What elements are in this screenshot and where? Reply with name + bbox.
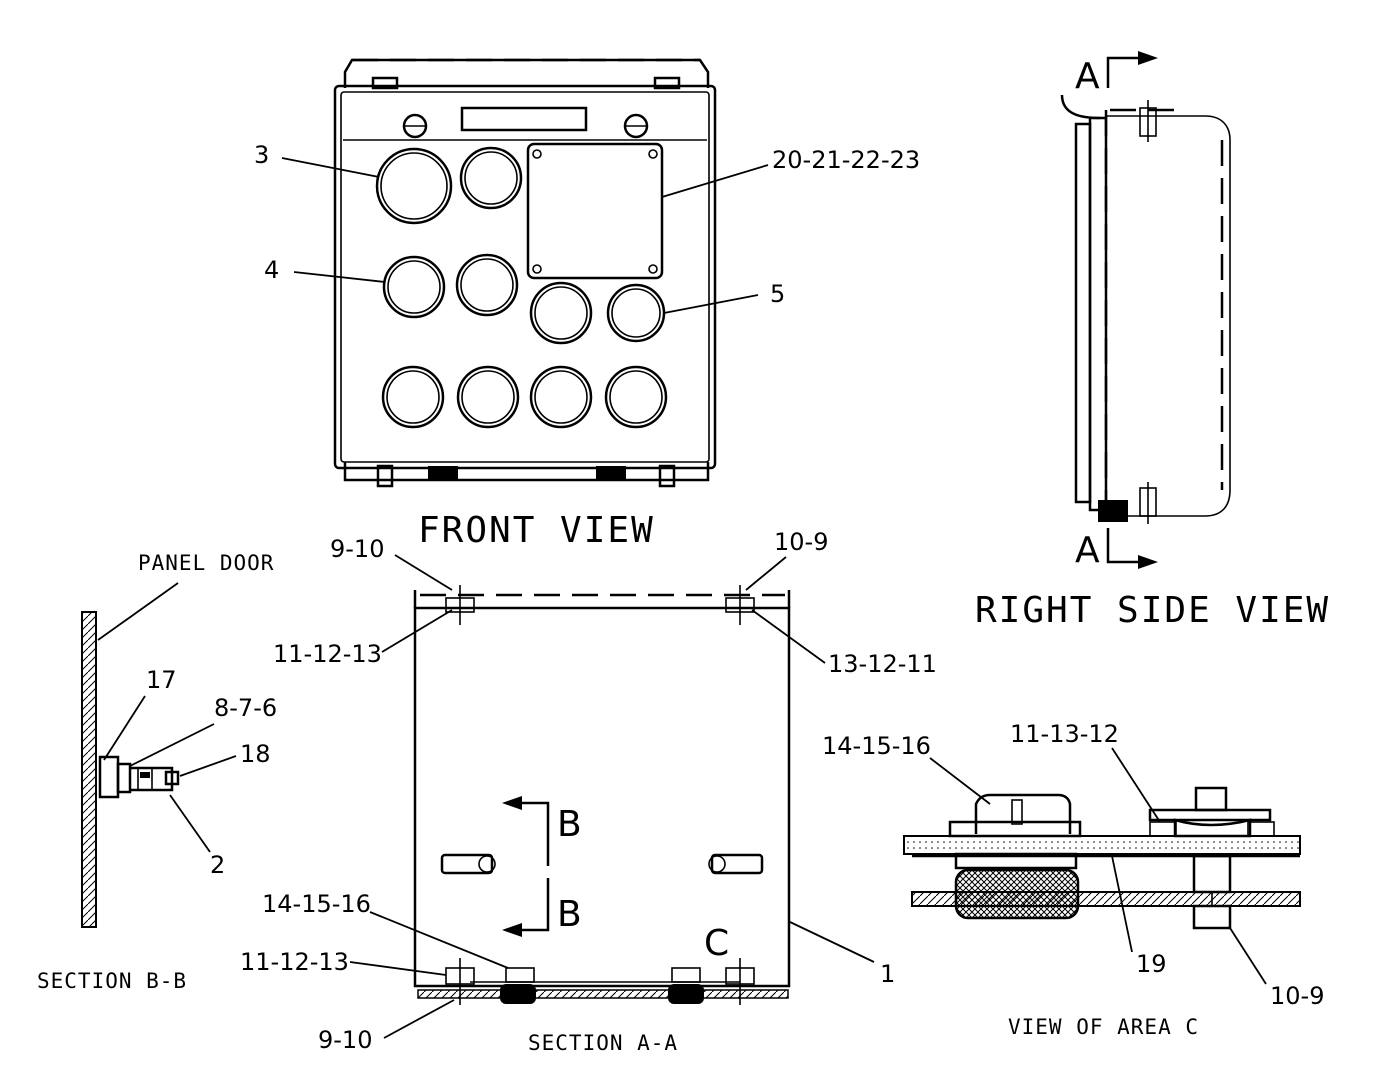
section-b-b [81,611,180,928]
section-a-a: B B C [413,585,791,1005]
callout-10-9-c: 10-9 [1270,982,1324,1010]
section-marker-b-top: B [557,804,582,845]
gauge-hole [382,255,446,319]
panel-door-label: PANEL DOOR [138,551,274,575]
area-marker-c: C [704,923,729,964]
callout-13-12-11: 13-12-11 [828,650,937,678]
gauge-hole [604,365,668,429]
gauge-hole [606,283,666,343]
right-side-view-title: RIGHT SIDE VIEW [975,590,1330,631]
callout-9-10-bottom: 9-10 [318,1026,372,1054]
callout-11-13-12: 11-13-12 [1010,720,1119,748]
area-c-view [903,786,1301,930]
callout-8-7-6: 8-7-6 [214,694,277,722]
callout-4: 4 [264,256,279,284]
callout-11-12-13-bottom: 11-12-13 [240,948,349,976]
callout-14-15-16-aa: 14-15-16 [262,890,371,918]
callout-10-9-top: 10-9 [774,528,828,556]
callout-9-10-top: 9-10 [330,535,384,563]
gauge-hole [381,365,445,429]
callout-5: 5 [770,280,785,308]
section-marker-b-bottom: B [557,894,582,935]
gauge-hole [529,281,593,345]
gauge-hole [455,253,519,317]
gauge-hole [456,365,520,429]
gauge-hole [529,365,593,429]
callout-18: 18 [240,740,271,768]
callout-3: 3 [254,141,269,169]
area-c-title: VIEW OF AREA C [1008,1015,1199,1039]
callout-2: 2 [210,851,225,879]
front-view [333,58,717,488]
callout-19: 19 [1136,950,1167,978]
section-marker-a-top: A [1075,56,1100,97]
front-view-title: FRONT VIEW [418,510,655,551]
section-marker-a-bottom: A [1075,530,1100,571]
gauge-hole [375,147,453,225]
gauge-hole [459,146,523,210]
callout-1: 1 [880,960,895,988]
section-b-b-title: SECTION B-B [37,969,187,993]
callout-17: 17 [146,666,177,694]
callout-11-12-13-top: 11-12-13 [273,640,382,668]
right-side-view: A A [1060,51,1231,571]
cover-plate [526,142,664,280]
section-a-a-title: SECTION A-A [528,1031,678,1055]
callout-14-15-16-c: 14-15-16 [822,732,931,760]
callout-20-21-22-23: 20-21-22-23 [772,146,920,174]
